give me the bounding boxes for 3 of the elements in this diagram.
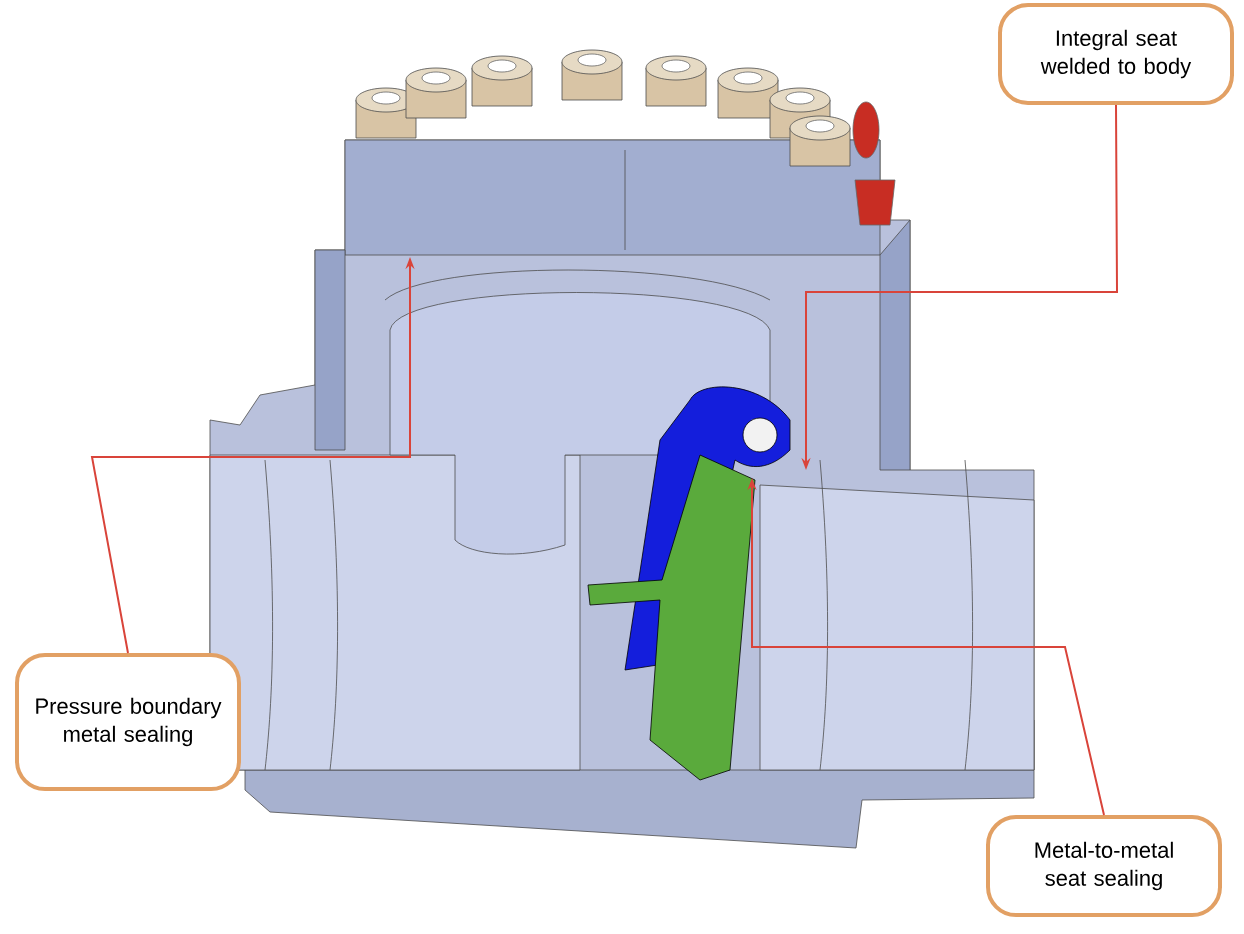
callout-box: Metal-to-metal seat sealing xyxy=(986,815,1222,917)
callout-box: Integral seat welded to body xyxy=(998,3,1234,105)
callout-box: Pressure boundary metal sealing xyxy=(15,653,241,791)
